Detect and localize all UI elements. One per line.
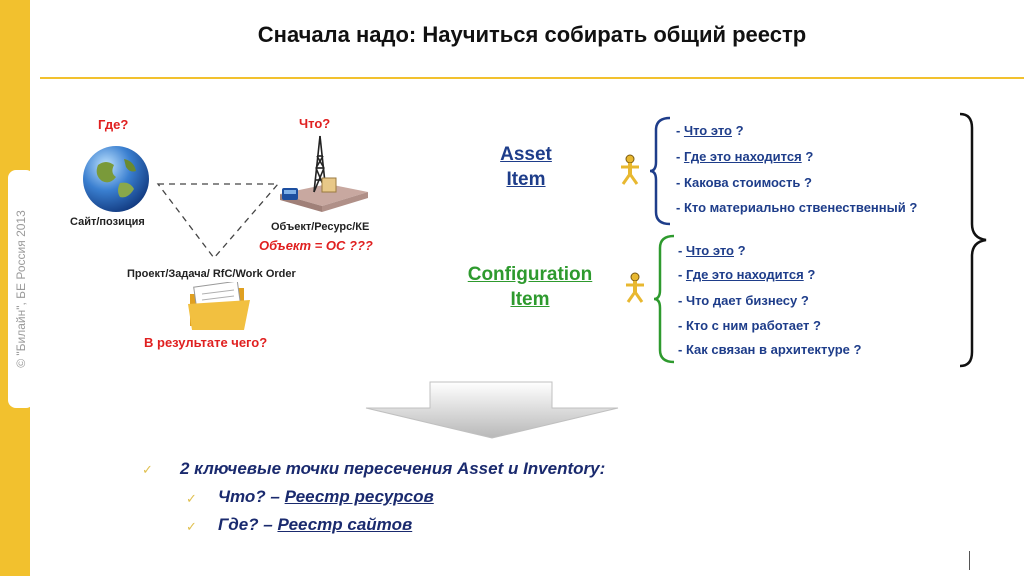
ci-item-1: - Где это находится ? bbox=[678, 267, 816, 282]
ci-item-3: - Кто с ним работает ? bbox=[678, 318, 821, 333]
copyright-tab bbox=[8, 170, 34, 408]
page-title: Сначала надо: Научиться собирать общий р… bbox=[257, 22, 807, 47]
ci-title-line1: Configuration bbox=[467, 264, 593, 285]
ci-item-title: Configuration Item bbox=[460, 262, 600, 312]
asset-item-1: - Где это находится ? bbox=[676, 149, 814, 164]
object-os-label: Объект = ОС ??? bbox=[259, 238, 373, 253]
asset-item-title: Asset Item bbox=[456, 142, 596, 192]
asset-item-3: - Кто материально ственественный ? bbox=[676, 200, 918, 215]
check-icon: ✓ bbox=[186, 491, 197, 506]
ci-item-2: - Что дает бизнесу ? bbox=[678, 293, 809, 308]
resource-registry-link[interactable]: Реестр ресурсов bbox=[284, 487, 434, 506]
folder-icon bbox=[188, 282, 250, 330]
ci-item-0: - Что это ? bbox=[678, 243, 746, 258]
ci-brace bbox=[653, 234, 675, 364]
ci-title-line2: Item bbox=[510, 289, 550, 310]
cell-tower-icon bbox=[280, 135, 368, 212]
site-registry-link[interactable]: Реестр сайтов bbox=[277, 515, 413, 534]
footer-divider bbox=[969, 551, 970, 570]
bullet-sub-where: Где? – Реестр сайтов bbox=[218, 515, 413, 534]
person-icon bbox=[621, 154, 639, 185]
ci-item-4: - Как связан в архитектуре ? bbox=[678, 342, 862, 357]
asset-title-line1: Asset bbox=[500, 144, 552, 165]
project-label: Проект/Задача/ RfC/Work Order bbox=[127, 268, 296, 280]
down-arrow-icon bbox=[365, 381, 619, 439]
site-label: Сайт/позиция bbox=[70, 216, 145, 228]
person-icon bbox=[626, 272, 644, 303]
globe-icon bbox=[83, 146, 149, 212]
outer-brace bbox=[959, 112, 987, 368]
asset-brace bbox=[649, 116, 671, 226]
what-label: Что? bbox=[299, 116, 331, 131]
where-label: Где? bbox=[98, 117, 129, 132]
asset-item-2: - Какова стоимость ? bbox=[676, 175, 812, 190]
asset-item-0: - Что это ? bbox=[676, 123, 744, 138]
copyright-text: © "Билайн", БЕ Россия 2013 bbox=[14, 210, 28, 368]
bullet-sub-what: Что? – Реестр ресурсов bbox=[218, 487, 434, 506]
result-label: В результате чего? bbox=[144, 335, 268, 350]
check-icon: ✓ bbox=[186, 519, 197, 534]
object-label: Объект/Ресурс/КЕ bbox=[271, 221, 370, 233]
bullet-main: 2 ключевые точки пересечения Asset и Inv… bbox=[180, 459, 606, 478]
asset-title-line2: Item bbox=[506, 169, 546, 190]
check-icon: ✓ bbox=[142, 462, 153, 477]
title-divider bbox=[40, 77, 1024, 79]
